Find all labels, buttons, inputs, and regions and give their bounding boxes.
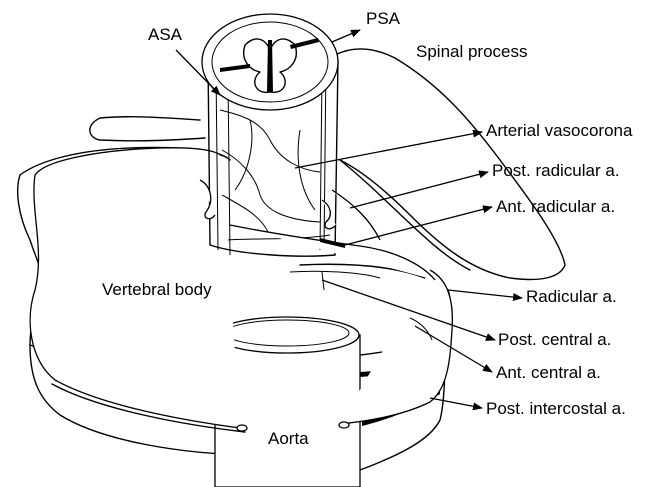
label-radicular: Radicular a.: [526, 287, 617, 306]
label-post-intercostal: Post. intercostal a.: [486, 399, 626, 418]
label-psa: PSA: [366, 9, 401, 28]
label-asa: ASA: [148, 25, 183, 44]
label-vertebral-body: Vertebral body: [102, 280, 212, 299]
label-arterial-vasocorona: Arterial vasocorona: [486, 121, 633, 140]
label-ant-central: Ant. central a.: [496, 363, 601, 382]
label-spinal-process: Spinal process: [416, 42, 528, 61]
label-post-central: Post. central a.: [498, 330, 611, 349]
label-post-radicular: Post. radicular a.: [492, 161, 620, 180]
spinal-cord-cross-section: [202, 14, 338, 110]
label-aorta: Aorta: [268, 429, 309, 448]
label-ant-radicular: Ant. radicular a.: [496, 197, 615, 216]
